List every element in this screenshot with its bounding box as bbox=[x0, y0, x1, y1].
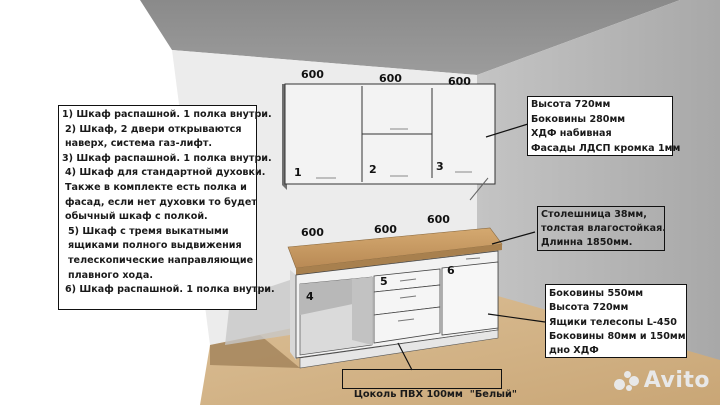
module-number-5: 5 bbox=[380, 275, 388, 288]
spec-line: Столешница 38мм, bbox=[541, 209, 647, 220]
plinth bbox=[299, 329, 499, 369]
lower-cabinet-spec-box: Боковины 550мм Высота 720мм Ящики телесо… bbox=[545, 284, 687, 358]
spec-line: Длинна 1850мм. bbox=[541, 237, 633, 248]
upper-cabinets bbox=[282, 83, 496, 190]
avito-logo-icon bbox=[613, 370, 640, 392]
note-line: 2) Шкаф, 2 двери открываются bbox=[65, 123, 242, 135]
spec-line: Боковины 280мм bbox=[531, 113, 626, 125]
spec-line: ХДФ набивная bbox=[531, 128, 612, 139]
spec-line: Фасады ЛДСП кромка 1мм bbox=[531, 142, 681, 154]
plinth-label: Цоколь ПВХ 100мм "Белый" bbox=[353, 389, 517, 400]
spec-line: Боковины 550мм bbox=[549, 288, 644, 299]
note-line: телескопические направляющие bbox=[68, 254, 254, 266]
note-line: 5) Шкаф с тремя выкатными bbox=[68, 225, 229, 237]
upper-dim-2: 600 bbox=[379, 72, 402, 85]
note-line: ящиками полного выдвижения bbox=[68, 240, 242, 252]
lower-dim-3: 600 bbox=[427, 213, 450, 226]
note-line: фасад, если нет духовки то будет bbox=[65, 196, 257, 208]
spec-line: Ящики телесопы L-450 bbox=[549, 316, 677, 328]
module-number-2: 2 bbox=[369, 163, 377, 176]
module-description-box: 1) Шкаф распашной. 1 полка внутри. 2) Шк… bbox=[58, 105, 275, 310]
module-number-6: 6 bbox=[447, 264, 455, 277]
module-number-4: 4 bbox=[306, 290, 314, 303]
module-number-1: 1 bbox=[294, 166, 302, 179]
note-line: 1) Шкаф распашной. 1 полка внутри. bbox=[62, 109, 272, 120]
note-line: Также в комплекте есть полка и bbox=[65, 181, 247, 193]
module-number-3: 3 bbox=[436, 160, 444, 173]
lower-dim-2: 600 bbox=[374, 223, 397, 236]
upper-dim-3: 600 bbox=[448, 75, 471, 88]
note-line: 6) Шкаф распашной. 1 полка внутри. bbox=[65, 284, 275, 296]
note-line: 3) Шкаф распашной. 1 полка внутри. bbox=[62, 152, 272, 164]
note-line: обычный шкаф с полкой. bbox=[65, 211, 208, 223]
note-line: плавного хода. bbox=[68, 269, 154, 281]
upper-dim-1: 600 bbox=[301, 68, 324, 81]
spec-line: толстая влагостойкая. bbox=[541, 223, 666, 234]
spec-line: Высота 720мм bbox=[549, 302, 629, 314]
countertop-spec-box: Столешница 38мм, толстая влагостойкая. Д… bbox=[537, 206, 666, 251]
spec-line: дно ХДФ bbox=[549, 345, 599, 357]
floor bbox=[200, 290, 720, 405]
ceiling bbox=[140, 0, 680, 75]
upper-cabinet-spec-box: Высота 720мм Боковины 280мм ХДФ набивная… bbox=[527, 96, 681, 156]
lower-cabinets bbox=[287, 227, 503, 369]
spec-line: Боковины 80мм и 150мм bbox=[549, 330, 686, 342]
note-line: 4) Шкаф для стандартной духовки. bbox=[65, 167, 266, 179]
lower-dim-1: 600 bbox=[301, 226, 324, 239]
avito-wordmark: Avito bbox=[643, 368, 710, 393]
note-line: наверх, система газ-лифт. bbox=[65, 138, 213, 150]
plinth-label-box: Цоколь ПВХ 100мм "Белый" bbox=[342, 369, 517, 400]
avito-watermark: Avito bbox=[613, 368, 710, 393]
spec-line: Высота 720мм bbox=[531, 99, 611, 110]
